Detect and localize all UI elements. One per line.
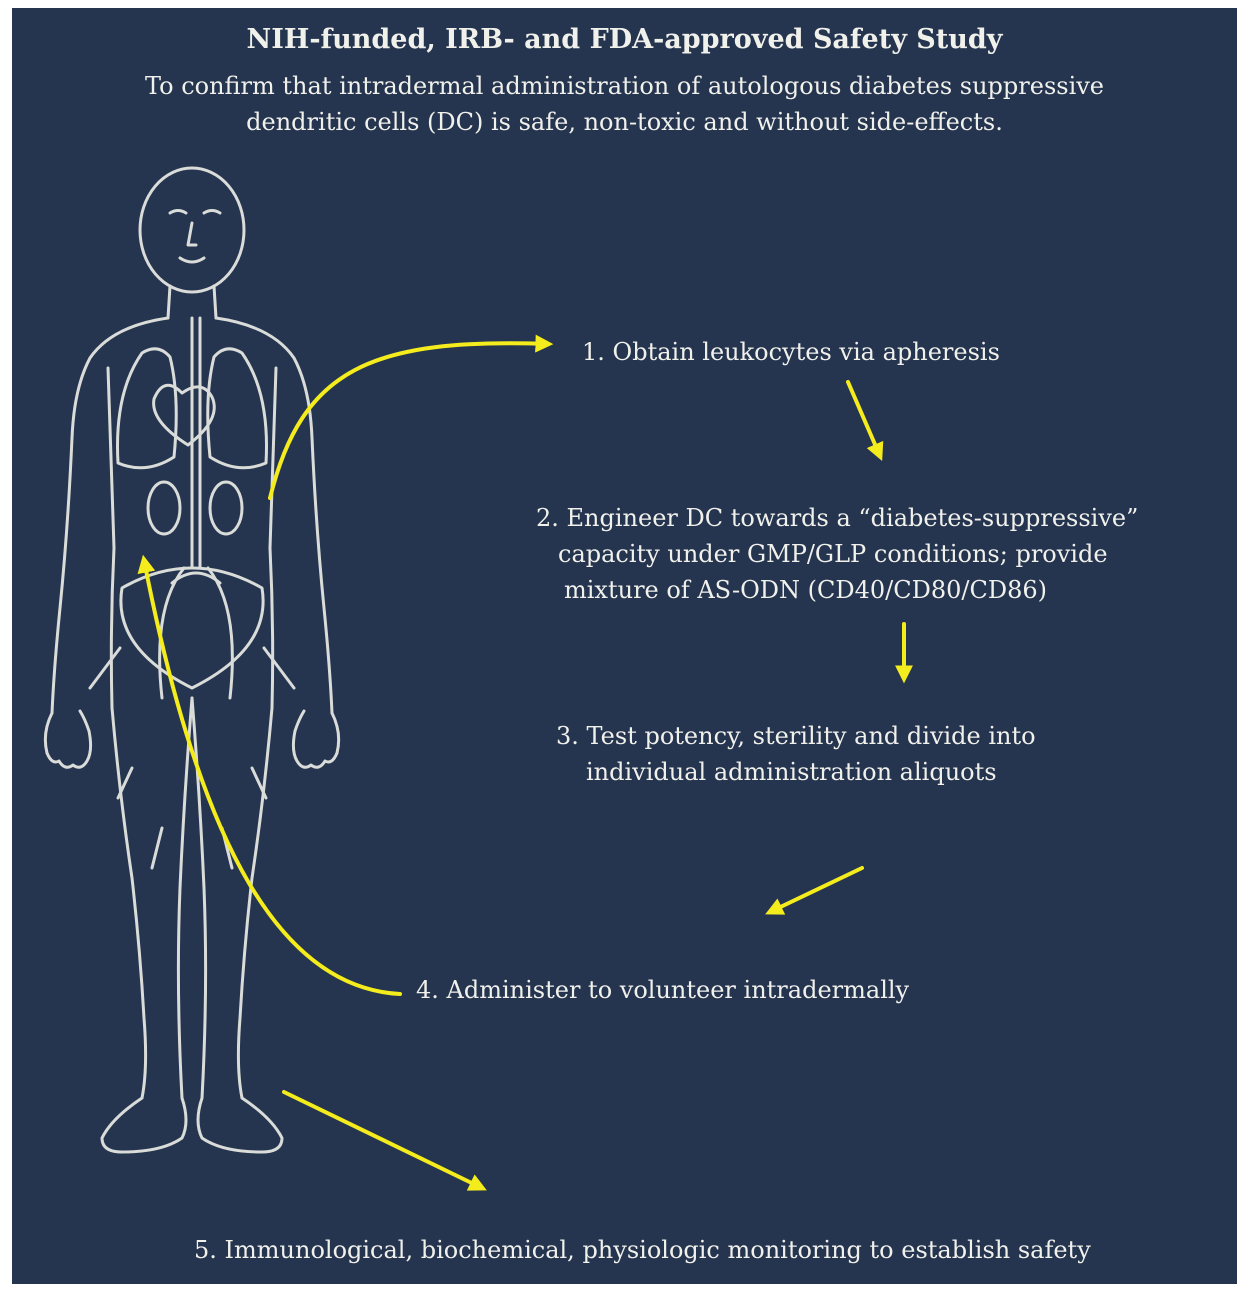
arrow-body-to-step-5: [284, 1092, 482, 1188]
arrow-step-4-to-body: [144, 560, 400, 994]
step-1-line-1: 1. Obtain leukocytes via apheresis: [582, 338, 1000, 366]
arrow-step-1-to-step-2: [848, 382, 880, 456]
process-arrows: [12, 8, 1237, 1284]
step-4: 4. Administer to volunteer intradermally: [416, 972, 909, 1008]
diagram-panel: NIH-funded, IRB- and FDA-approved Safety…: [12, 8, 1237, 1284]
step-2: 2. Engineer DC towards a “diabetes-suppr…: [536, 500, 1138, 608]
step-3-line-2: individual administration aliquots: [556, 758, 997, 786]
step-2-line-3: mixture of AS-ODN (CD40/CD80/CD86): [536, 576, 1047, 604]
step-5-line-1: 5. Immunological, biochemical, physiolog…: [194, 1236, 1091, 1264]
step-3: 3. Test potency, sterility and divide in…: [556, 718, 1036, 790]
step-2-line-1: 2. Engineer DC towards a “diabetes-suppr…: [536, 504, 1138, 532]
step-4-line-1: 4. Administer to volunteer intradermally: [416, 976, 909, 1004]
arrow-body-to-step-1: [270, 343, 548, 498]
step-1: 1. Obtain leukocytes via apheresis: [582, 334, 1000, 370]
arrow-step-3-to-step-4: [770, 868, 862, 912]
step-5: 5. Immunological, biochemical, physiolog…: [194, 1232, 1091, 1268]
step-2-line-2: capacity under GMP/GLP conditions; provi…: [536, 540, 1108, 568]
step-3-line-1: 3. Test potency, sterility and divide in…: [556, 722, 1036, 750]
